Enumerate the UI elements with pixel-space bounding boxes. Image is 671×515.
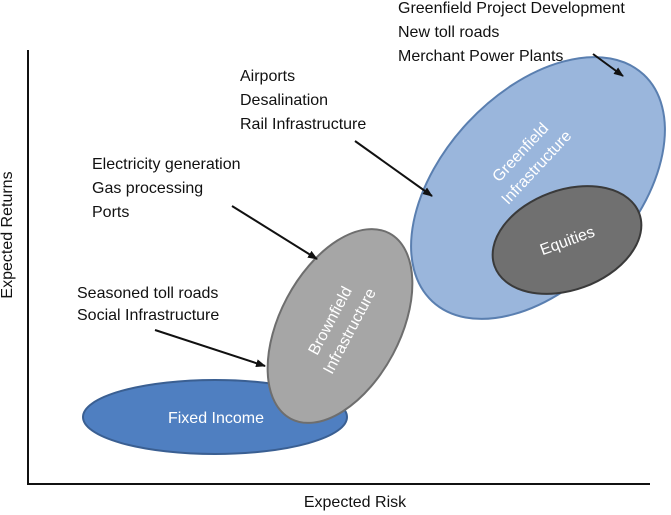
annotation-seasoned-line2: Social Infrastructure: [77, 307, 219, 324]
annotation-greenfield-line2: New toll roads: [398, 24, 499, 41]
brownfield-ellipse: [266, 228, 414, 424]
annotation-airports-line3: Rail Infrastructure: [240, 116, 366, 133]
annotation-airports-line1: Airports: [240, 68, 295, 85]
x-axis-label: Expected Risk: [304, 494, 407, 511]
y-axis-label: Expected Returns: [0, 171, 16, 298]
arrow-airports: [354, 140, 433, 197]
fixed-income-label: Fixed Income: [168, 410, 264, 427]
annotation-greenfield-line1: Greenfield Project Development: [398, 0, 625, 17]
annotation-greenfield-line3: Merchant Power Plants: [398, 48, 563, 65]
annotation-electricity-line2: Gas processing: [92, 180, 203, 197]
arrow-seasoned: [154, 329, 266, 368]
annotation-seasoned-line1: Seasoned toll roads: [77, 285, 218, 302]
arrow-electricity: [231, 205, 318, 260]
annotation-electricity-line3: Ports: [92, 204, 129, 221]
equities-ellipse: [491, 185, 643, 295]
arrow-greenfield: [592, 53, 624, 77]
annotation-electricity-line1: Electricity generation: [92, 156, 241, 173]
annotation-airports-line2: Desalination: [240, 92, 328, 109]
